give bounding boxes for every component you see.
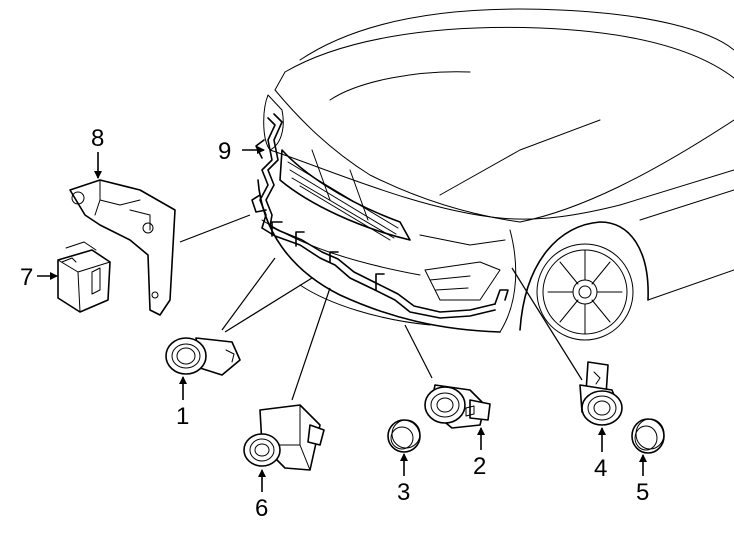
callout-9: 9 (218, 138, 231, 165)
part-6-parking-sensor (243, 404, 325, 471)
part-1-parking-sensor (165, 337, 241, 376)
callout-4: 4 (594, 455, 607, 482)
callout-1: 1 (176, 403, 189, 430)
part-3-sensor-ring (387, 419, 421, 453)
callout-5: 5 (636, 479, 649, 506)
part-5-sensor-ring (631, 418, 665, 454)
vehicle-front-illustration (257, 8, 734, 341)
callout-arrows (37, 146, 647, 492)
part-2-parking-sensor (424, 384, 491, 429)
parking-sensor-wiring-harness (251, 113, 509, 319)
callout-3: 3 (397, 479, 410, 506)
part-8-bracket (69, 179, 176, 316)
callout-6: 6 (255, 495, 268, 522)
part-4-parking-sensor (579, 361, 623, 426)
callout-8: 8 (91, 125, 104, 152)
callout-2: 2 (473, 453, 486, 480)
callout-labels: 1 2 3 4 5 6 7 8 9 (20, 125, 649, 522)
part-7-module (57, 241, 111, 313)
leader-lines (179, 214, 583, 401)
callout-7: 7 (20, 264, 33, 291)
